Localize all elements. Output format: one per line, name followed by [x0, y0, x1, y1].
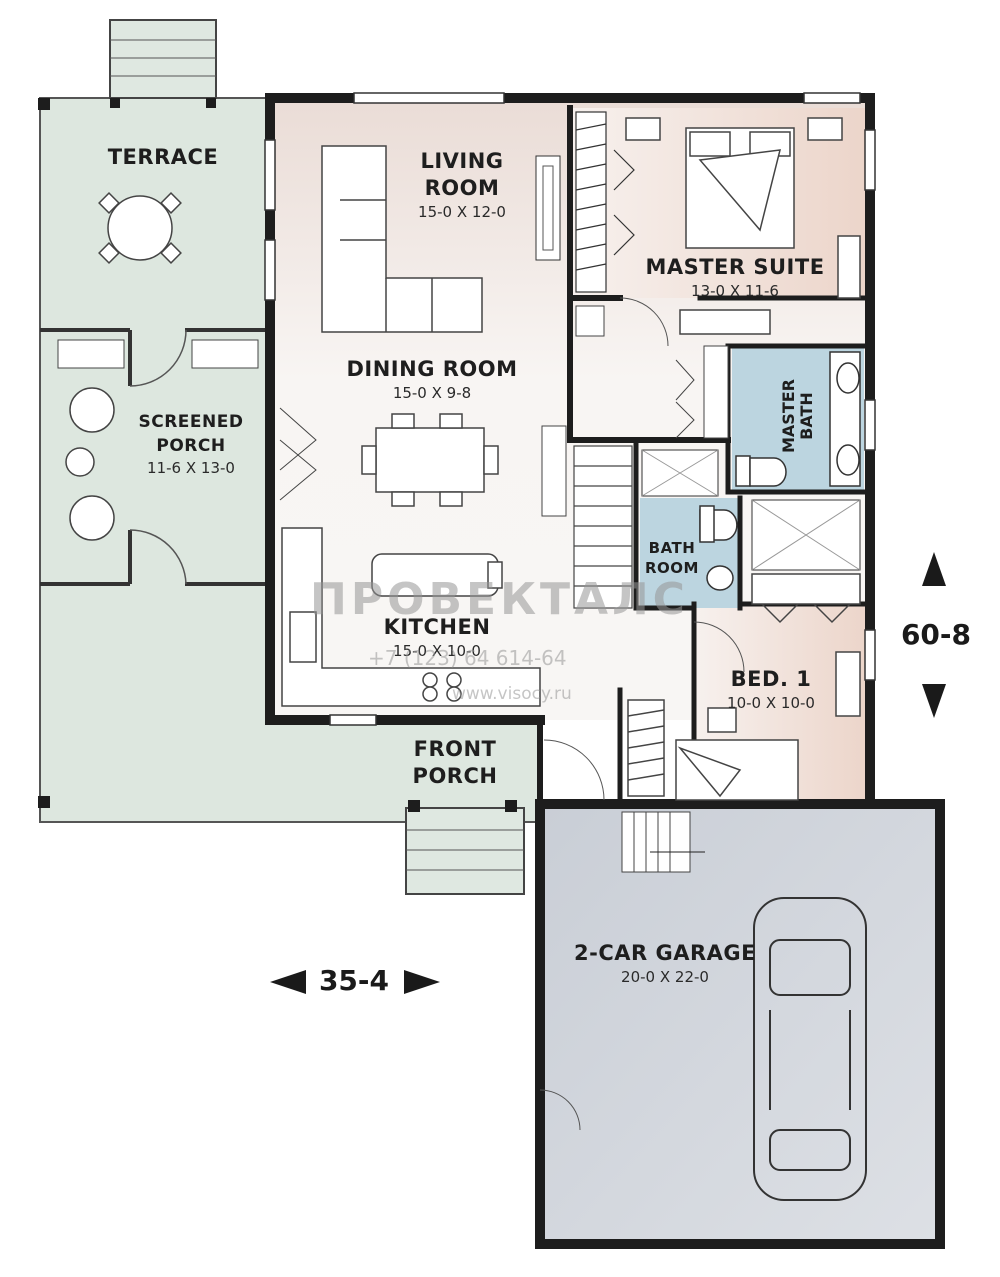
room-dims: 15-0 X 10-0	[393, 642, 481, 660]
room-name-line1: BATH	[648, 539, 696, 557]
dining-table	[361, 413, 499, 507]
pantry-doors	[279, 407, 317, 501]
room-dims: 15-0 X 9-8	[392, 384, 472, 402]
laundry	[575, 305, 729, 439]
depth-dimension: 60-8	[896, 552, 976, 722]
room-name: 2-CAR GARAGE	[574, 941, 756, 965]
porch-posts	[38, 98, 517, 812]
room-name: DINING ROOM	[346, 357, 518, 381]
room-name-line2: ROOM	[645, 559, 699, 577]
watermark-site: www.visocy.ru	[452, 684, 572, 704]
garage-area	[535, 799, 945, 1249]
door-swings	[539, 621, 745, 1131]
terrace-table	[98, 192, 182, 264]
room-name-line1: SCREENED	[138, 412, 244, 432]
master-closet	[575, 111, 635, 293]
room-name: TERRACE	[107, 145, 219, 169]
room-name-line2: BATH	[797, 392, 816, 440]
arrow-up-icon	[922, 552, 946, 586]
arrow-down-icon	[922, 684, 946, 718]
showers	[641, 449, 861, 571]
windows	[264, 92, 876, 726]
room-name-line1: LIVING	[420, 149, 504, 173]
width-dimension: 35-4	[270, 962, 440, 1002]
room-dims: 11-6 X 13-0	[147, 459, 235, 477]
arrow-right-icon	[404, 970, 440, 994]
room-name-line1: FRONT	[413, 737, 497, 761]
master-bath-fixtures	[735, 351, 861, 487]
bench	[191, 339, 259, 369]
master-bed	[625, 117, 861, 335]
room-label-master-suite: MASTER SUITE 13-0 X 11-6	[640, 254, 830, 301]
room-label-kitchen: KITCHEN 15-0 X 10-0	[362, 614, 512, 661]
sectional-sofa	[321, 145, 483, 333]
room-label-front-porch: FRONT PORCH	[390, 736, 520, 790]
room-label-dining: DINING ROOM 15-0 X 9-8	[342, 356, 522, 403]
arrow-left-icon	[270, 970, 306, 994]
terrace-steps	[109, 19, 217, 99]
room-dims: 13-0 X 11-6	[691, 282, 779, 300]
watermark-brand: ПРОВЕКТАЛС	[310, 574, 689, 625]
kitchen-counters	[281, 527, 541, 707]
tv-screen	[542, 165, 554, 251]
watermark-phone: +7 (123) 64 614-64	[368, 646, 567, 670]
screened-porch-walls	[40, 328, 270, 586]
room-name: KITCHEN	[383, 615, 491, 639]
room-label-screened-porch: SCREENED PORCH 11-6 X 13-0	[126, 410, 256, 478]
bench	[57, 339, 125, 369]
screened-porch-doors	[129, 329, 187, 585]
width-value: 35-4	[318, 964, 390, 997]
room-label-living: LIVING ROOM 15-0 X 12-0	[382, 148, 542, 222]
room-name: MASTER SUITE	[645, 255, 825, 279]
room-name-line2: PORCH	[412, 764, 498, 788]
room-name-line2: PORCH	[156, 436, 226, 456]
room-label-terrace: TERRACE	[100, 144, 226, 171]
depth-value: 60-8	[900, 618, 972, 651]
room-name-line2: ROOM	[424, 176, 500, 200]
car-outline	[753, 897, 867, 1201]
room-dims: 20-0 X 22-0	[621, 968, 709, 986]
room-name-line1: MASTER	[779, 379, 798, 453]
porch-chairs	[65, 387, 115, 541]
garage-stairs	[621, 811, 705, 873]
master-door-swing	[619, 297, 669, 347]
buffet	[541, 425, 567, 517]
bed1-furniture	[627, 573, 861, 801]
bath-room-fixtures	[699, 505, 738, 591]
room-label-master-bath: MASTER BATH	[779, 376, 816, 456]
room-name: BED. 1	[730, 667, 812, 691]
room-label-bath-room: BATH ROOM	[636, 538, 708, 578]
room-label-bed1: BED. 1 10-0 X 10-0	[706, 666, 836, 713]
front-porch-steps	[405, 807, 525, 895]
room-label-garage: 2-CAR GARAGE 20-0 X 22-0	[540, 940, 790, 987]
room-dims: 15-0 X 12-0	[418, 203, 506, 221]
stairs	[573, 445, 633, 609]
room-dims: 10-0 X 10-0	[727, 694, 815, 712]
